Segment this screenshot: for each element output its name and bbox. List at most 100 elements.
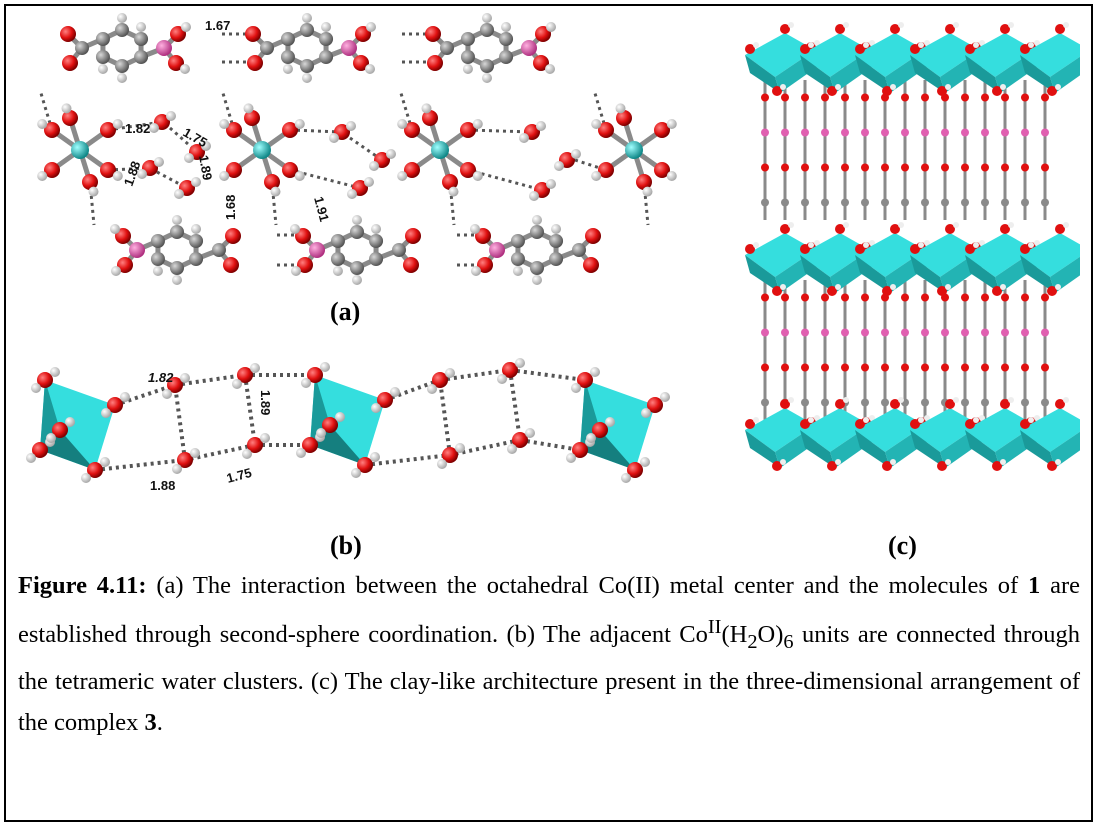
boron-atom (981, 328, 989, 337)
carbon-atom (460, 32, 475, 46)
carbon-atom (499, 32, 514, 46)
oxygen-atom (245, 26, 261, 42)
octahedron (745, 233, 815, 277)
hydrogen-atom (1055, 84, 1061, 90)
hydrogen-atom (660, 392, 670, 402)
hydrogen-atom (397, 171, 408, 181)
hydrogen-atom (364, 177, 374, 187)
hydrogen-atom (835, 284, 841, 290)
oxygen-atom (100, 162, 116, 178)
caption-text: . (156, 708, 163, 736)
carbon-atom (95, 50, 110, 64)
carbon-atom (392, 243, 406, 257)
hydrogen-atom (172, 215, 182, 225)
oxygen-atom (237, 367, 253, 383)
oxygen-atom (882, 286, 892, 296)
octahedron-face (965, 55, 1000, 93)
hydrogen-atom (780, 84, 786, 90)
oxygen-atom (835, 224, 845, 234)
oxygen-atom (1000, 399, 1010, 409)
oxygen-atom (921, 93, 929, 102)
oxygen-atom (841, 293, 849, 302)
hydrogen-atom (296, 448, 306, 458)
panel-b-distance-labels: 1.82 1.89 1.88 1.75 (148, 370, 273, 493)
carbon-atom (881, 198, 889, 207)
hydrogen-atom (586, 433, 596, 443)
oxygen-atom (432, 372, 448, 388)
oxygen-atom (357, 457, 373, 473)
oxygen-atom (302, 437, 318, 453)
hydrogen-atom (890, 459, 896, 465)
oxygen-atom (533, 55, 549, 71)
oxygen-atom (1055, 399, 1065, 409)
hydrogen-atom (219, 171, 230, 181)
hydrogen-atom (808, 242, 814, 248)
octahedron-face (1020, 255, 1055, 293)
hydrogen-atom (788, 22, 794, 28)
boron-atom (1041, 128, 1049, 137)
hydrogen-atom (1034, 240, 1040, 246)
caption-text: O) (757, 620, 784, 648)
hydrogen-atom (890, 84, 896, 90)
hydrogen-atom (979, 415, 985, 421)
oxygen-atom (1020, 244, 1030, 254)
boron-atom (1021, 128, 1029, 137)
octahedron-face (910, 255, 945, 293)
carbon-atom (150, 234, 165, 248)
oxygen-atom (937, 286, 947, 296)
oxygen-atom (800, 244, 810, 254)
hydrogen-atom (666, 171, 677, 181)
carbon-atom (300, 59, 314, 73)
oxygen-atom (598, 162, 614, 178)
hydrogen-atom (166, 111, 176, 121)
subscript: 6 (783, 630, 794, 653)
oxygen-atom (745, 44, 755, 54)
hydrogen-atom (532, 215, 542, 225)
oxygen-atom (981, 163, 989, 172)
oxygen-atom (941, 363, 949, 372)
hydrogen-atom (242, 449, 252, 459)
hydrogen-atom (843, 22, 849, 28)
hydrogen-atom (370, 452, 380, 462)
hydrogen-atom (332, 266, 343, 276)
oxygen-atom (835, 24, 845, 34)
oxygen-atom (282, 122, 298, 138)
octahedron-face (745, 55, 780, 93)
oxygen-atom (322, 417, 338, 433)
hydrogen-atom (111, 266, 121, 276)
carbon-atom (350, 225, 364, 239)
oxygen-atom (890, 224, 900, 234)
boron-atom (981, 128, 989, 137)
hydrogen-atom (65, 417, 75, 427)
boron-atom (961, 128, 969, 137)
octahedron-face (910, 55, 945, 93)
octahedron (910, 233, 980, 277)
oxygen-atom (781, 93, 789, 102)
hydrogen-atom (1000, 284, 1006, 290)
octahedron-face (745, 255, 780, 293)
panel-b-image: 1.82 1.89 1.88 1.75 (20, 335, 690, 500)
carbon-atom (530, 225, 544, 239)
oxygen-atom (937, 86, 947, 96)
hydrogen-atom (973, 42, 979, 48)
boron-atom (129, 242, 145, 258)
caption-text: (a) The interaction between the octahedr… (146, 572, 1028, 599)
hydrogen-atom (471, 266, 481, 276)
hydrogen-atom (294, 119, 305, 129)
oxygen-atom (44, 122, 60, 138)
carbon-atom (150, 252, 165, 266)
hydrogen-atom (470, 224, 480, 234)
oxygen-atom (781, 293, 789, 302)
oxygen-atom (861, 93, 869, 102)
oxygen-atom (921, 363, 929, 372)
oxygen-atom (821, 93, 829, 102)
hydrogen-atom (421, 103, 432, 114)
octahedron-face (855, 430, 890, 468)
hydrogen-atom (843, 222, 849, 228)
oxygen-atom (961, 93, 969, 102)
oxygen-atom (282, 162, 298, 178)
hydrogen-atom (386, 149, 396, 159)
hydrogen-atom (924, 240, 930, 246)
oxygen-atom (772, 286, 782, 296)
boron-atom (156, 40, 172, 56)
